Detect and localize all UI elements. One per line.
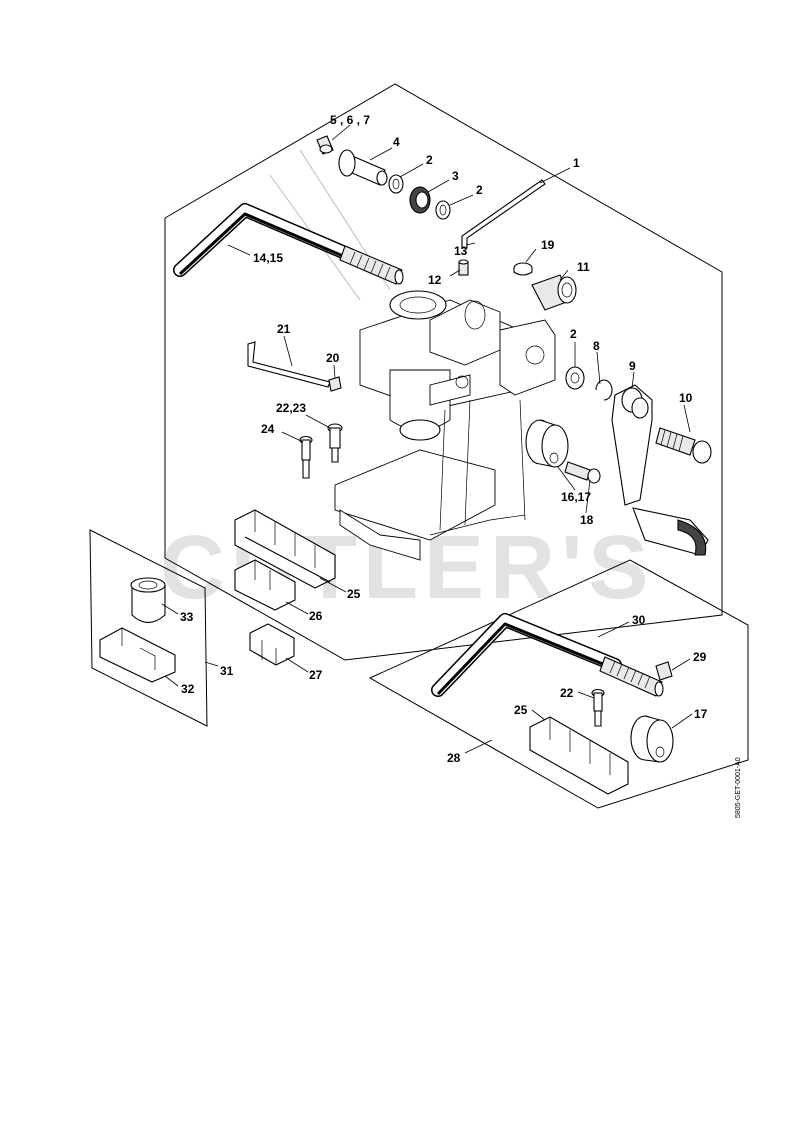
part-17-pressure-disc-kit bbox=[630, 715, 674, 763]
callout-2-b: 2 bbox=[476, 183, 483, 197]
document-id: 5805-GET-0001-A0 bbox=[735, 757, 742, 818]
callout-25-b: 25 bbox=[514, 703, 528, 717]
part-11-bushing bbox=[531, 274, 577, 311]
part-9-crank-handle bbox=[611, 384, 709, 556]
callout-26: 26 bbox=[309, 609, 323, 623]
callout-18: 18 bbox=[580, 513, 594, 527]
part-30-lever bbox=[431, 613, 664, 697]
callout-16-17: 16,17 bbox=[561, 490, 591, 504]
part-20-screw bbox=[328, 376, 342, 392]
callout-4: 4 bbox=[393, 135, 400, 149]
callout-27: 27 bbox=[309, 668, 323, 682]
callout-9: 9 bbox=[629, 359, 636, 373]
part-21-hex-key bbox=[247, 341, 331, 388]
callout-1: 1 bbox=[573, 156, 580, 170]
callout-24: 24 bbox=[261, 422, 275, 436]
part-25-vise-block bbox=[234, 509, 336, 589]
part-33-socket bbox=[130, 577, 166, 624]
part-1-hex-key bbox=[461, 179, 546, 249]
callout-32: 32 bbox=[181, 682, 195, 696]
part-3-bearing bbox=[409, 186, 431, 214]
callout-12: 12 bbox=[428, 273, 442, 287]
part-2-washer-a bbox=[388, 174, 404, 194]
main-assembly-frame bbox=[164, 83, 723, 661]
part-10-bolt bbox=[655, 427, 712, 464]
part-2-washer-b bbox=[435, 200, 451, 220]
callout-29: 29 bbox=[693, 650, 707, 664]
callout-25-a: 25 bbox=[347, 587, 361, 601]
callout-2-c: 2 bbox=[570, 327, 577, 341]
part-18-screw bbox=[564, 461, 601, 484]
part-27-vise-block bbox=[249, 623, 295, 666]
callout-10: 10 bbox=[679, 391, 693, 405]
callout-28: 28 bbox=[447, 751, 461, 765]
part-19-plug bbox=[513, 262, 533, 276]
callout-22-23: 22,23 bbox=[276, 401, 306, 415]
callout-22: 22 bbox=[560, 686, 574, 700]
callout-33: 33 bbox=[180, 610, 194, 624]
callout-21: 21 bbox=[277, 322, 291, 336]
part-4-pin bbox=[338, 149, 388, 186]
part-5-6-7-screw bbox=[316, 135, 334, 155]
callout-19: 19 bbox=[541, 238, 555, 252]
press-body bbox=[269, 149, 556, 561]
part-14-15-lever bbox=[173, 203, 404, 285]
part-22-23-pin bbox=[327, 423, 343, 463]
kit-31-frame bbox=[89, 529, 208, 727]
kit-28-frame bbox=[368, 559, 749, 809]
callout-13: 13 bbox=[454, 244, 468, 258]
part-2-washer-c bbox=[565, 366, 585, 390]
part-16-17-pressure-disc bbox=[525, 419, 569, 468]
callout-20: 20 bbox=[326, 351, 340, 365]
part-22-pin-kit bbox=[591, 688, 605, 727]
part-26-vise-block bbox=[234, 559, 296, 611]
part-12-set-screw bbox=[458, 259, 469, 276]
callout-31: 31 bbox=[220, 664, 234, 678]
part-25-vise-block-kit bbox=[529, 716, 629, 795]
part-29-screw bbox=[655, 661, 673, 681]
callout-2-a: 2 bbox=[426, 153, 433, 167]
callout-8: 8 bbox=[593, 339, 600, 353]
callout-30: 30 bbox=[632, 613, 646, 627]
callout-14-15: 14,15 bbox=[253, 251, 283, 265]
callout-5-6-7: 5 , 6 , 7 bbox=[330, 113, 370, 127]
callout-11: 11 bbox=[577, 260, 590, 274]
callout-3: 3 bbox=[452, 169, 459, 183]
part-8-circlip bbox=[595, 379, 613, 401]
leader-lines bbox=[161, 124, 693, 754]
callout-17: 17 bbox=[694, 707, 708, 721]
part-32-base-plate bbox=[99, 627, 176, 683]
callouts: 5 , 6 , 7 4 2 3 2 1 13 12 19 11 14,15 2 … bbox=[180, 113, 708, 765]
part-24-pin bbox=[299, 435, 313, 479]
